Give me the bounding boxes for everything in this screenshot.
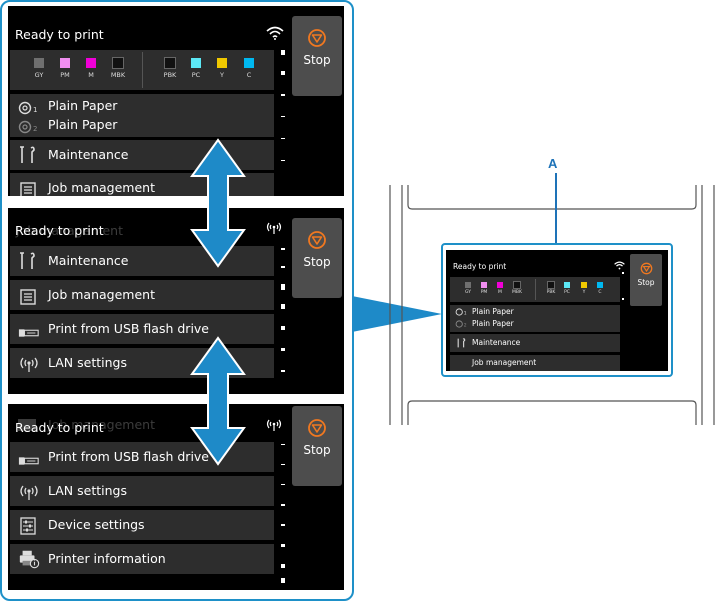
ink-mbk: MBK: [103, 57, 133, 79]
callout-line: [555, 173, 557, 243]
stop-button[interactable]: Stop: [630, 254, 662, 306]
stop-label: Stop: [303, 443, 331, 457]
upper-paper-label: Plain Paper: [48, 98, 118, 113]
ink-divider: [142, 52, 143, 88]
ink-pm: PM: [50, 58, 80, 79]
menu-label: Device settings: [48, 517, 145, 532]
lan-icon: [266, 419, 282, 431]
stop-label: Stop: [637, 278, 655, 287]
stop-label: Stop: [303, 53, 331, 67]
ink-swatch: [164, 57, 176, 69]
paper-settings-item[interactable]: 1 2 Plain Paper Plain Paper: [450, 305, 620, 332]
stop-icon: [640, 262, 652, 275]
wifi-icon: [266, 26, 284, 40]
job-management-icon: [20, 289, 36, 305]
ink-m: M: [76, 58, 106, 79]
roll-paper-icon: 2: [455, 320, 467, 328]
paper-settings-item[interactable]: 1 2 Plain Paper Plain Paper: [10, 94, 274, 137]
operation-panel-screen: Ready to print Stop GY PM M MBK PBK PC Y…: [446, 250, 668, 371]
ink-pbk: PBK: [155, 57, 185, 79]
ink-swatch: [244, 58, 254, 68]
menu-label: LAN settings: [48, 355, 127, 370]
menu-label: Job management: [48, 180, 155, 195]
usb-icon: [18, 329, 39, 337]
lower-paper-label: Plain Paper: [48, 117, 118, 132]
svg-text:2: 2: [464, 322, 467, 328]
lan-icon: [266, 222, 282, 234]
status-text: Ready to print: [453, 262, 507, 271]
scroll-arrow-icon: [190, 336, 246, 466]
maintenance-icon: [20, 146, 35, 163]
scrollbar[interactable]: [281, 444, 285, 584]
menu-item-device-settings[interactable]: Device settings: [10, 510, 274, 540]
lan-icon: [20, 485, 38, 500]
menu-item-job-management[interactable]: Job management: [450, 355, 620, 371]
menu-label: Print from USB flash drive: [48, 449, 209, 464]
scrollbar: [622, 272, 624, 274]
scrollbar[interactable]: [281, 248, 285, 388]
status-text: Ready to print: [15, 223, 104, 238]
menu-item-job-management[interactable]: Job management: [10, 280, 274, 310]
menu-label: Maintenance: [48, 253, 129, 268]
stop-button[interactable]: Stop: [292, 406, 342, 486]
svg-text:1: 1: [33, 106, 37, 114]
svg-text:1: 1: [464, 310, 467, 316]
stop-button[interactable]: Stop: [292, 218, 342, 298]
menu-label: Print from USB flash drive: [48, 321, 209, 336]
menu-item-usb-print[interactable]: Print from USB flash drive: [10, 314, 274, 344]
ink-swatch: [191, 58, 201, 68]
menu-label: Maintenance: [48, 147, 129, 162]
status-text: Ready to print: [15, 420, 104, 435]
menu-item-maintenance[interactable]: Maintenance: [450, 334, 620, 352]
ink-c: C: [234, 58, 264, 79]
ink-swatch: [34, 58, 44, 68]
maintenance-icon: [457, 338, 466, 348]
ghost-text: Job management: [16, 223, 123, 238]
stop-button[interactable]: Stop: [292, 16, 342, 96]
menu-item-maintenance[interactable]: Maintenance: [10, 246, 274, 276]
wifi-icon: [614, 261, 625, 270]
usb-icon: [18, 457, 39, 465]
home-screen-top: Ready to print Stop GY PM M: [8, 6, 344, 196]
ghost-icon: [18, 419, 36, 431]
menu-label: LAN settings: [48, 483, 127, 498]
callout-label: A: [548, 156, 558, 171]
lan-icon: [20, 357, 38, 372]
ink-swatch: [217, 58, 227, 68]
callout-pointer: [352, 296, 442, 332]
ink-swatch: [112, 57, 124, 69]
scroll-arrow-icon: [190, 138, 246, 268]
ink-y: Y: [207, 58, 237, 79]
ink-pc: PC: [181, 58, 211, 79]
stop-icon: [308, 29, 326, 47]
menu-label: Printer information: [48, 551, 166, 566]
ink-gy: GY: [24, 58, 54, 79]
printer-information-icon: [19, 550, 40, 569]
ink-swatch: [86, 58, 96, 68]
roll-paper-icon: 1: [18, 101, 37, 115]
scrollbar[interactable]: [281, 50, 285, 190]
stop-icon: [308, 231, 326, 249]
menu-label: Job management: [48, 287, 155, 302]
status-text: Ready to print: [15, 27, 104, 42]
home-screen-bottom: Job management Ready to print Stop Print…: [8, 404, 344, 590]
stop-icon: [308, 419, 326, 437]
job-management-icon: [20, 182, 36, 196]
ghost-text: Job management: [48, 417, 155, 432]
menu-item-lan-settings[interactable]: LAN settings: [10, 476, 274, 506]
maintenance-icon: [20, 252, 35, 269]
printer-illustration: [389, 185, 715, 425]
roll-paper-icon: 1: [455, 308, 467, 316]
device-settings-icon: [20, 517, 36, 535]
home-screen-middle: Job management Ready to print Stop Maint…: [8, 208, 344, 394]
menu-item-printer-information[interactable]: Printer information: [10, 544, 274, 574]
ink-level-panel: GY PM M MBK PBK PC Y C: [450, 277, 620, 302]
svg-text:2: 2: [33, 125, 37, 133]
roll-paper-icon: 2: [18, 120, 37, 134]
stop-label: Stop: [303, 255, 331, 269]
ink-swatch: [60, 58, 70, 68]
ink-level-panel[interactable]: GY PM M MBK PBK PC Y C: [10, 50, 274, 90]
